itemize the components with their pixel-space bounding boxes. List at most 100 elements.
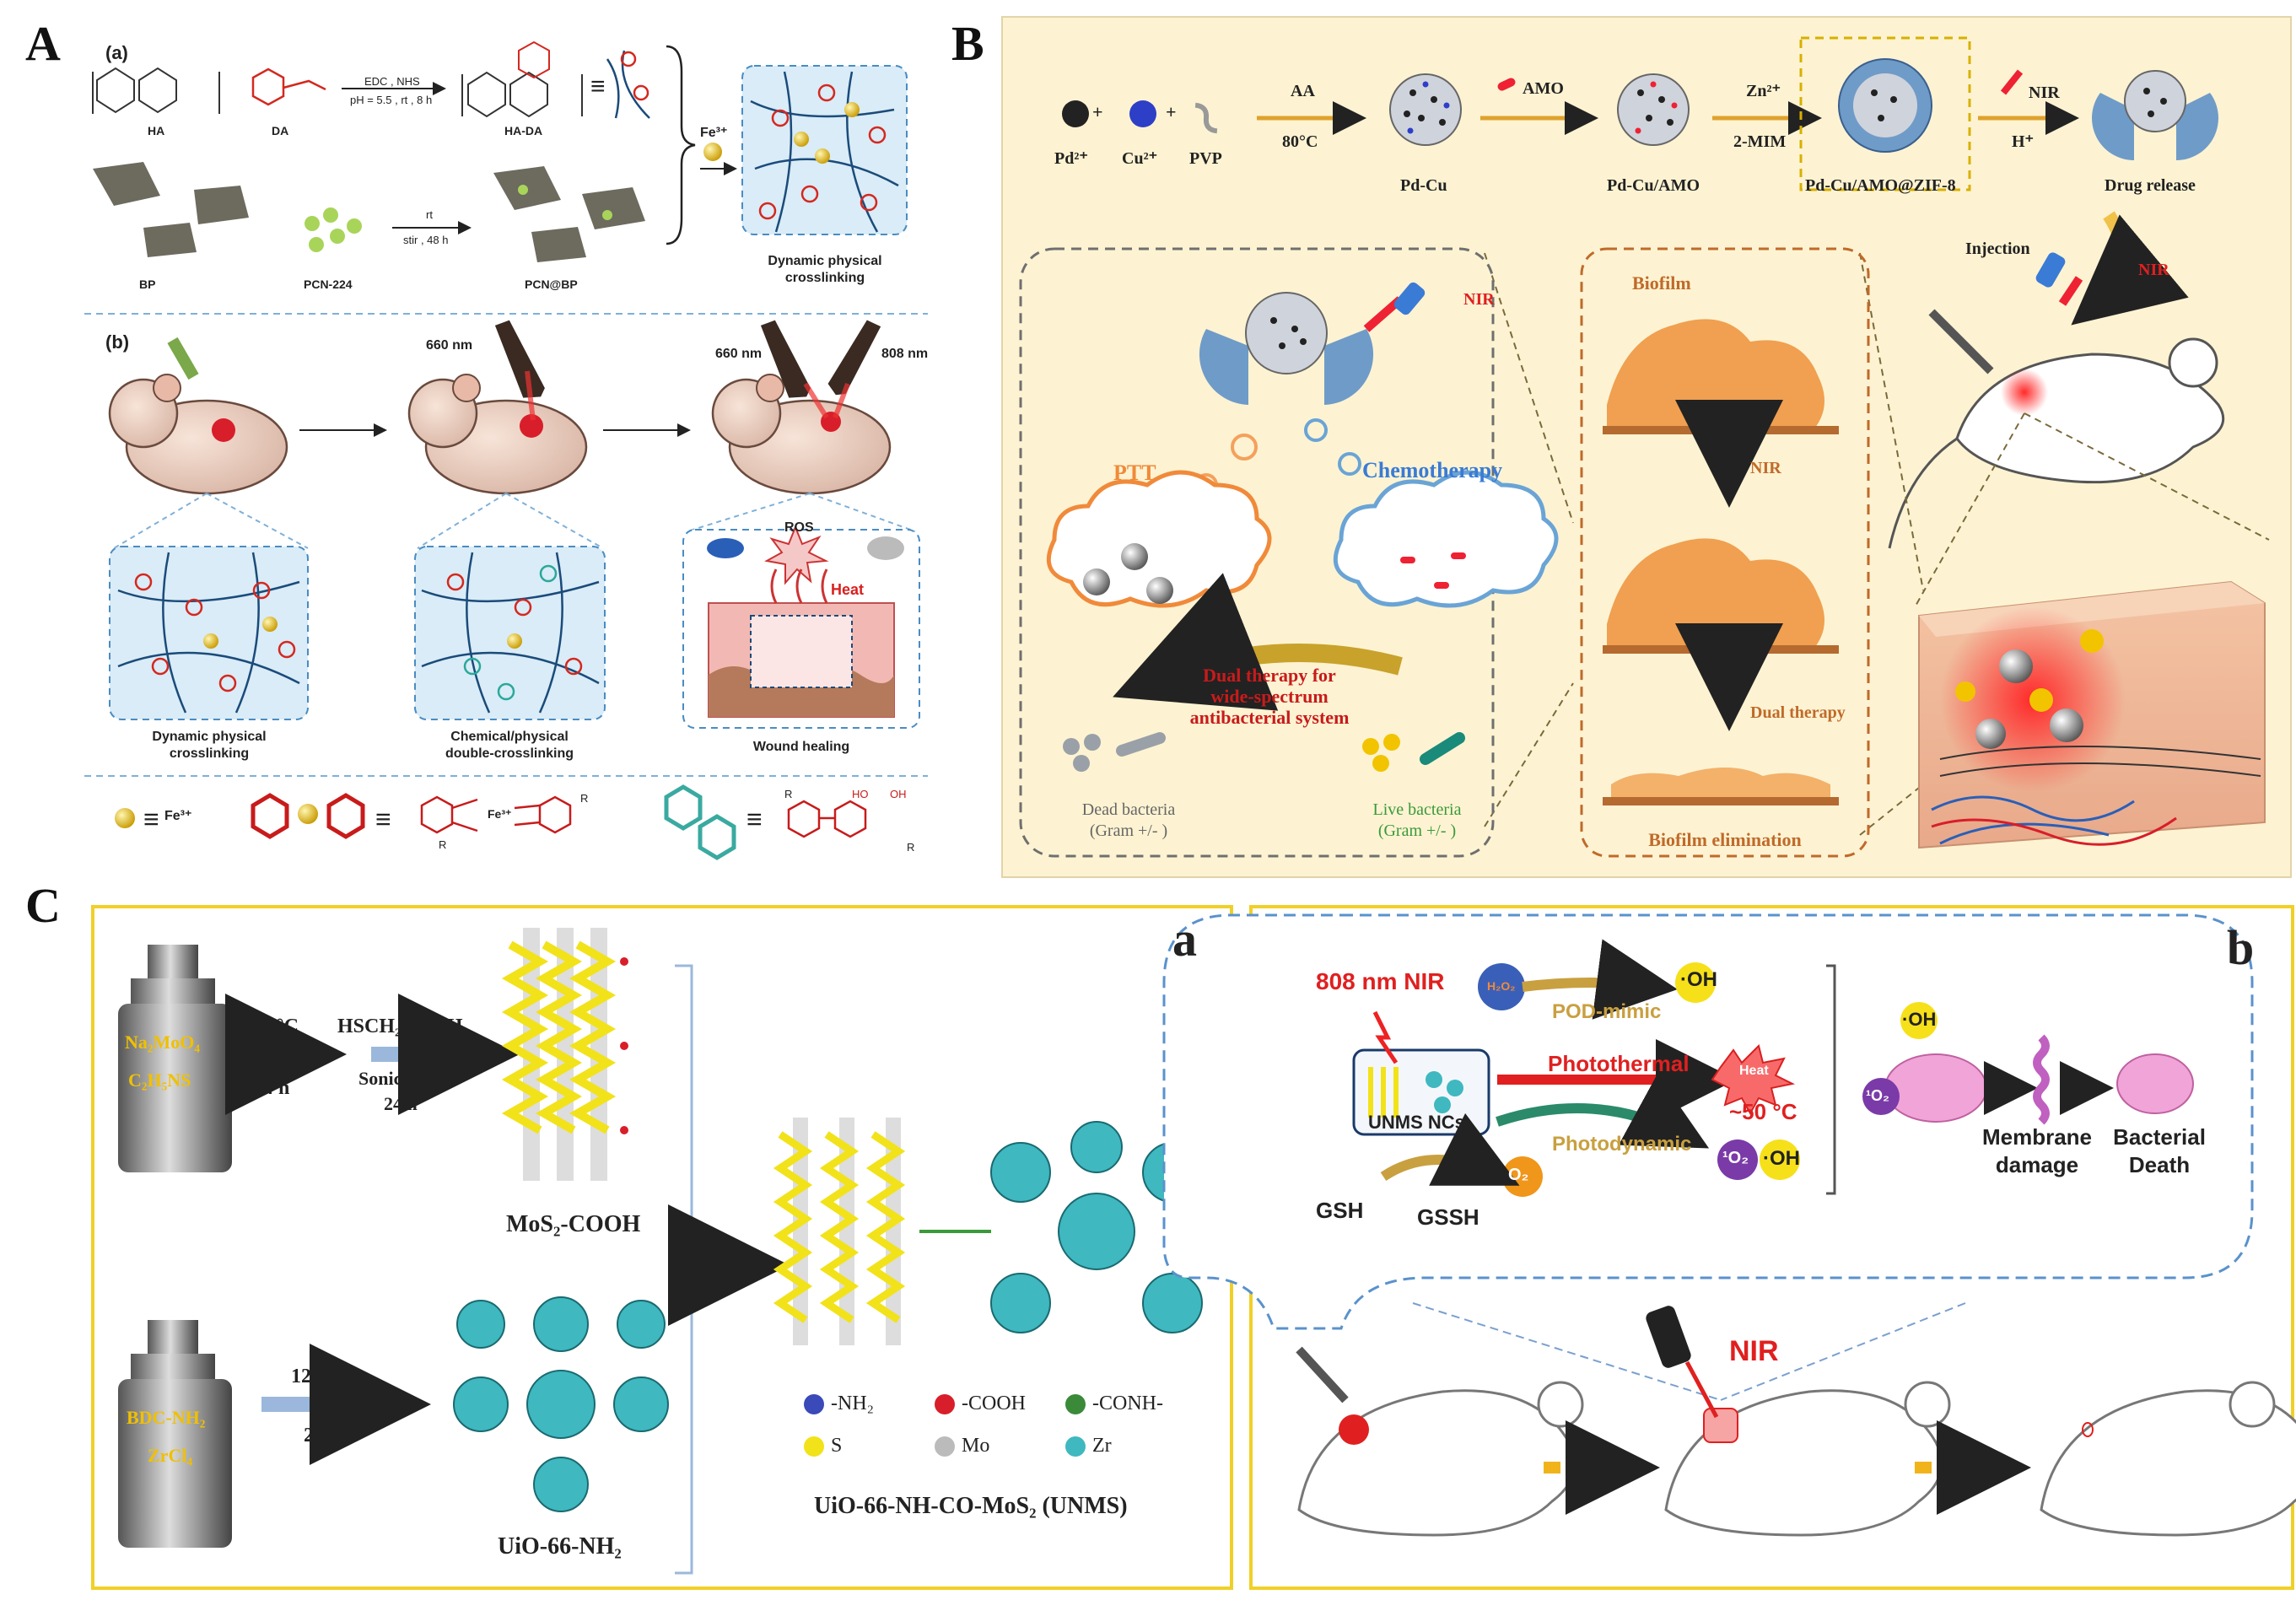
label-gsh: GSH <box>1316 1198 1364 1223</box>
label-bp: BP <box>139 277 156 291</box>
label-808nm-nir: 808 nm NIR <box>1316 968 1445 994</box>
label-dual-2: wide-spectrum <box>1210 686 1329 707</box>
sub-label-a: (a) <box>105 42 128 63</box>
label-pvp: PVP <box>1189 149 1222 168</box>
label-pd2: Pd²⁺ <box>1054 149 1088 168</box>
label-nir-sphere: NIR <box>1463 290 1495 309</box>
panel-label-c: C <box>25 878 61 933</box>
uio-66-structure <box>453 1296 669 1512</box>
legend-r-1: R <box>439 838 447 851</box>
label-2-mim: 2-MIM <box>1733 132 1787 151</box>
label-bacterial-1: Bacterial <box>2113 1124 2206 1150</box>
pd-cu-amo-sphere <box>1617 73 1690 146</box>
label-conditions: pH = 5.5 , rt , 8 h <box>350 94 433 106</box>
mouse-b <box>1888 337 2225 549</box>
label-injection: Injection <box>1965 240 2030 258</box>
label-80c: 80°C <box>1282 132 1318 151</box>
caption-chemical-2: double-crosslinking <box>445 746 574 761</box>
label-uio-66-nh2: UiO-66-NH₂ <box>498 1533 622 1560</box>
plus-2: + <box>1166 101 1177 122</box>
label-ptt: PTT <box>1113 461 1156 485</box>
label-bdc-nh2: BDC-NH₂ <box>127 1407 206 1428</box>
label-amo: AMO <box>1523 79 1564 98</box>
label-nir-top: NIR <box>2029 84 2060 102</box>
legend-s: S <box>831 1435 843 1457</box>
label-zrcl4: ZrCl₄ <box>148 1445 193 1466</box>
plus-1: + <box>1092 101 1103 122</box>
drug-release-sphere <box>2091 70 2218 160</box>
label-reagents: EDC , NHS <box>364 75 420 88</box>
legend-oh: OH <box>890 788 907 800</box>
label-gssh: GSSH <box>1417 1204 1479 1230</box>
label-stir: stir , 48 h <box>403 234 449 246</box>
label-nir-mouse: NIR <box>2138 261 2169 279</box>
caption-dynamic-top-1: Dynamic physical <box>768 254 882 268</box>
label-ha-da: HA-DA <box>504 124 543 137</box>
detail-box-1 <box>109 546 309 720</box>
label-rt: rt <box>426 208 433 221</box>
caption-dynamic-2: crosslinking <box>169 746 250 761</box>
label-zn2: Zn²⁺ <box>1746 82 1781 100</box>
caption-chemical-1: Chemical/physical <box>450 730 569 744</box>
panel-b <box>1001 16 2292 878</box>
autoclave-2 <box>118 1320 232 1548</box>
legend-fe3: Fe³⁺ <box>164 809 192 823</box>
legend-fe3-complex: Fe³⁺ <box>488 807 512 821</box>
label-na2moo4: Na₂MoO₄ <box>125 1032 200 1053</box>
sub-label-c-b: b <box>2227 920 2255 975</box>
legend-nh2: -NH₂ <box>831 1393 875 1414</box>
label-oh-3: ·OH <box>1902 1009 1937 1030</box>
label-biofilm: Biofilm <box>1632 272 1691 294</box>
label-808nm: 808 nm <box>881 347 929 361</box>
label-dead-bacteria: Dead bacteria <box>1081 800 1176 819</box>
label-h2o2: H₂O₂ <box>1487 979 1516 993</box>
label-singlet-o2-1: ¹O₂ <box>1722 1149 1749 1167</box>
da-structure <box>251 67 326 106</box>
pcn-224-particles <box>305 207 362 252</box>
mouse-c3 <box>2040 1381 2296 1537</box>
biofilm-box <box>1580 247 1870 858</box>
label-live-gram: (Gram +/- ) <box>1377 822 1457 840</box>
label-photodynamic: Photodynamic <box>1552 1133 1692 1156</box>
label-fe3-arrow: Fe³⁺ <box>700 126 728 140</box>
panel-label-b: B <box>951 16 984 71</box>
legend-r-3: R <box>784 788 793 800</box>
legend-mo: Mo <box>962 1435 990 1457</box>
label-zif-8: Pd-Cu/AMO@ZIF-8 <box>1805 176 1956 195</box>
label-mos2-cooh: MoS₂-COOH <box>506 1211 641 1237</box>
label-membrane-2: damage <box>1995 1152 2079 1177</box>
mouse-3 <box>711 320 892 495</box>
pcn-bp-sheets <box>493 166 645 262</box>
svg-text:≡: ≡ <box>746 804 763 834</box>
label-24h-3: 24 h <box>304 1425 341 1446</box>
label-24h-2: 24 h <box>384 1093 418 1114</box>
label-drug-release: Drug release <box>2105 176 2196 195</box>
label-pod-mimic: POD-mimic <box>1552 1000 1662 1023</box>
legend-ho: HO <box>852 788 869 800</box>
panel-label-a: A <box>25 16 61 71</box>
label-660nm-2: 660 nm <box>715 347 763 361</box>
label-50c: ~50 °C <box>1729 1099 1797 1124</box>
atom-legend <box>804 1394 1086 1457</box>
network-icon <box>606 50 650 119</box>
caption-dynamic-top-2: crosslinking <box>784 271 865 285</box>
label-24h-1: 24 h <box>253 1077 290 1099</box>
label-dual-therapy: Dual therapy <box>1750 703 1846 722</box>
label-live-bacteria: Live bacteria <box>1372 800 1462 819</box>
label-unms: UiO-66-NH-CO-MoS₂ (UNMS) <box>814 1493 1128 1519</box>
label-membrane-1: Membrane <box>1981 1124 2093 1150</box>
label-120c: 120 °C <box>291 1366 349 1387</box>
label-pd-cu: Pd-Cu <box>1400 176 1447 195</box>
bacteria-cluster <box>1862 1002 1987 1123</box>
mouse-c2 <box>1646 1306 1951 1537</box>
label-photothermal: Photothermal <box>1548 1051 1690 1076</box>
caption-wound-healing: Wound healing <box>752 740 850 754</box>
label-oh-2: ·OH <box>1763 1147 1800 1170</box>
label-210c: 210 °C <box>240 1015 299 1037</box>
legend-conh: -CONH- <box>1092 1393 1163 1414</box>
detail-box-2 <box>414 546 606 720</box>
label-oh-1: ·OH <box>1680 968 1717 991</box>
label-bacterial-2: Death <box>2128 1152 2191 1177</box>
sub-label-b: (b) <box>105 331 130 353</box>
